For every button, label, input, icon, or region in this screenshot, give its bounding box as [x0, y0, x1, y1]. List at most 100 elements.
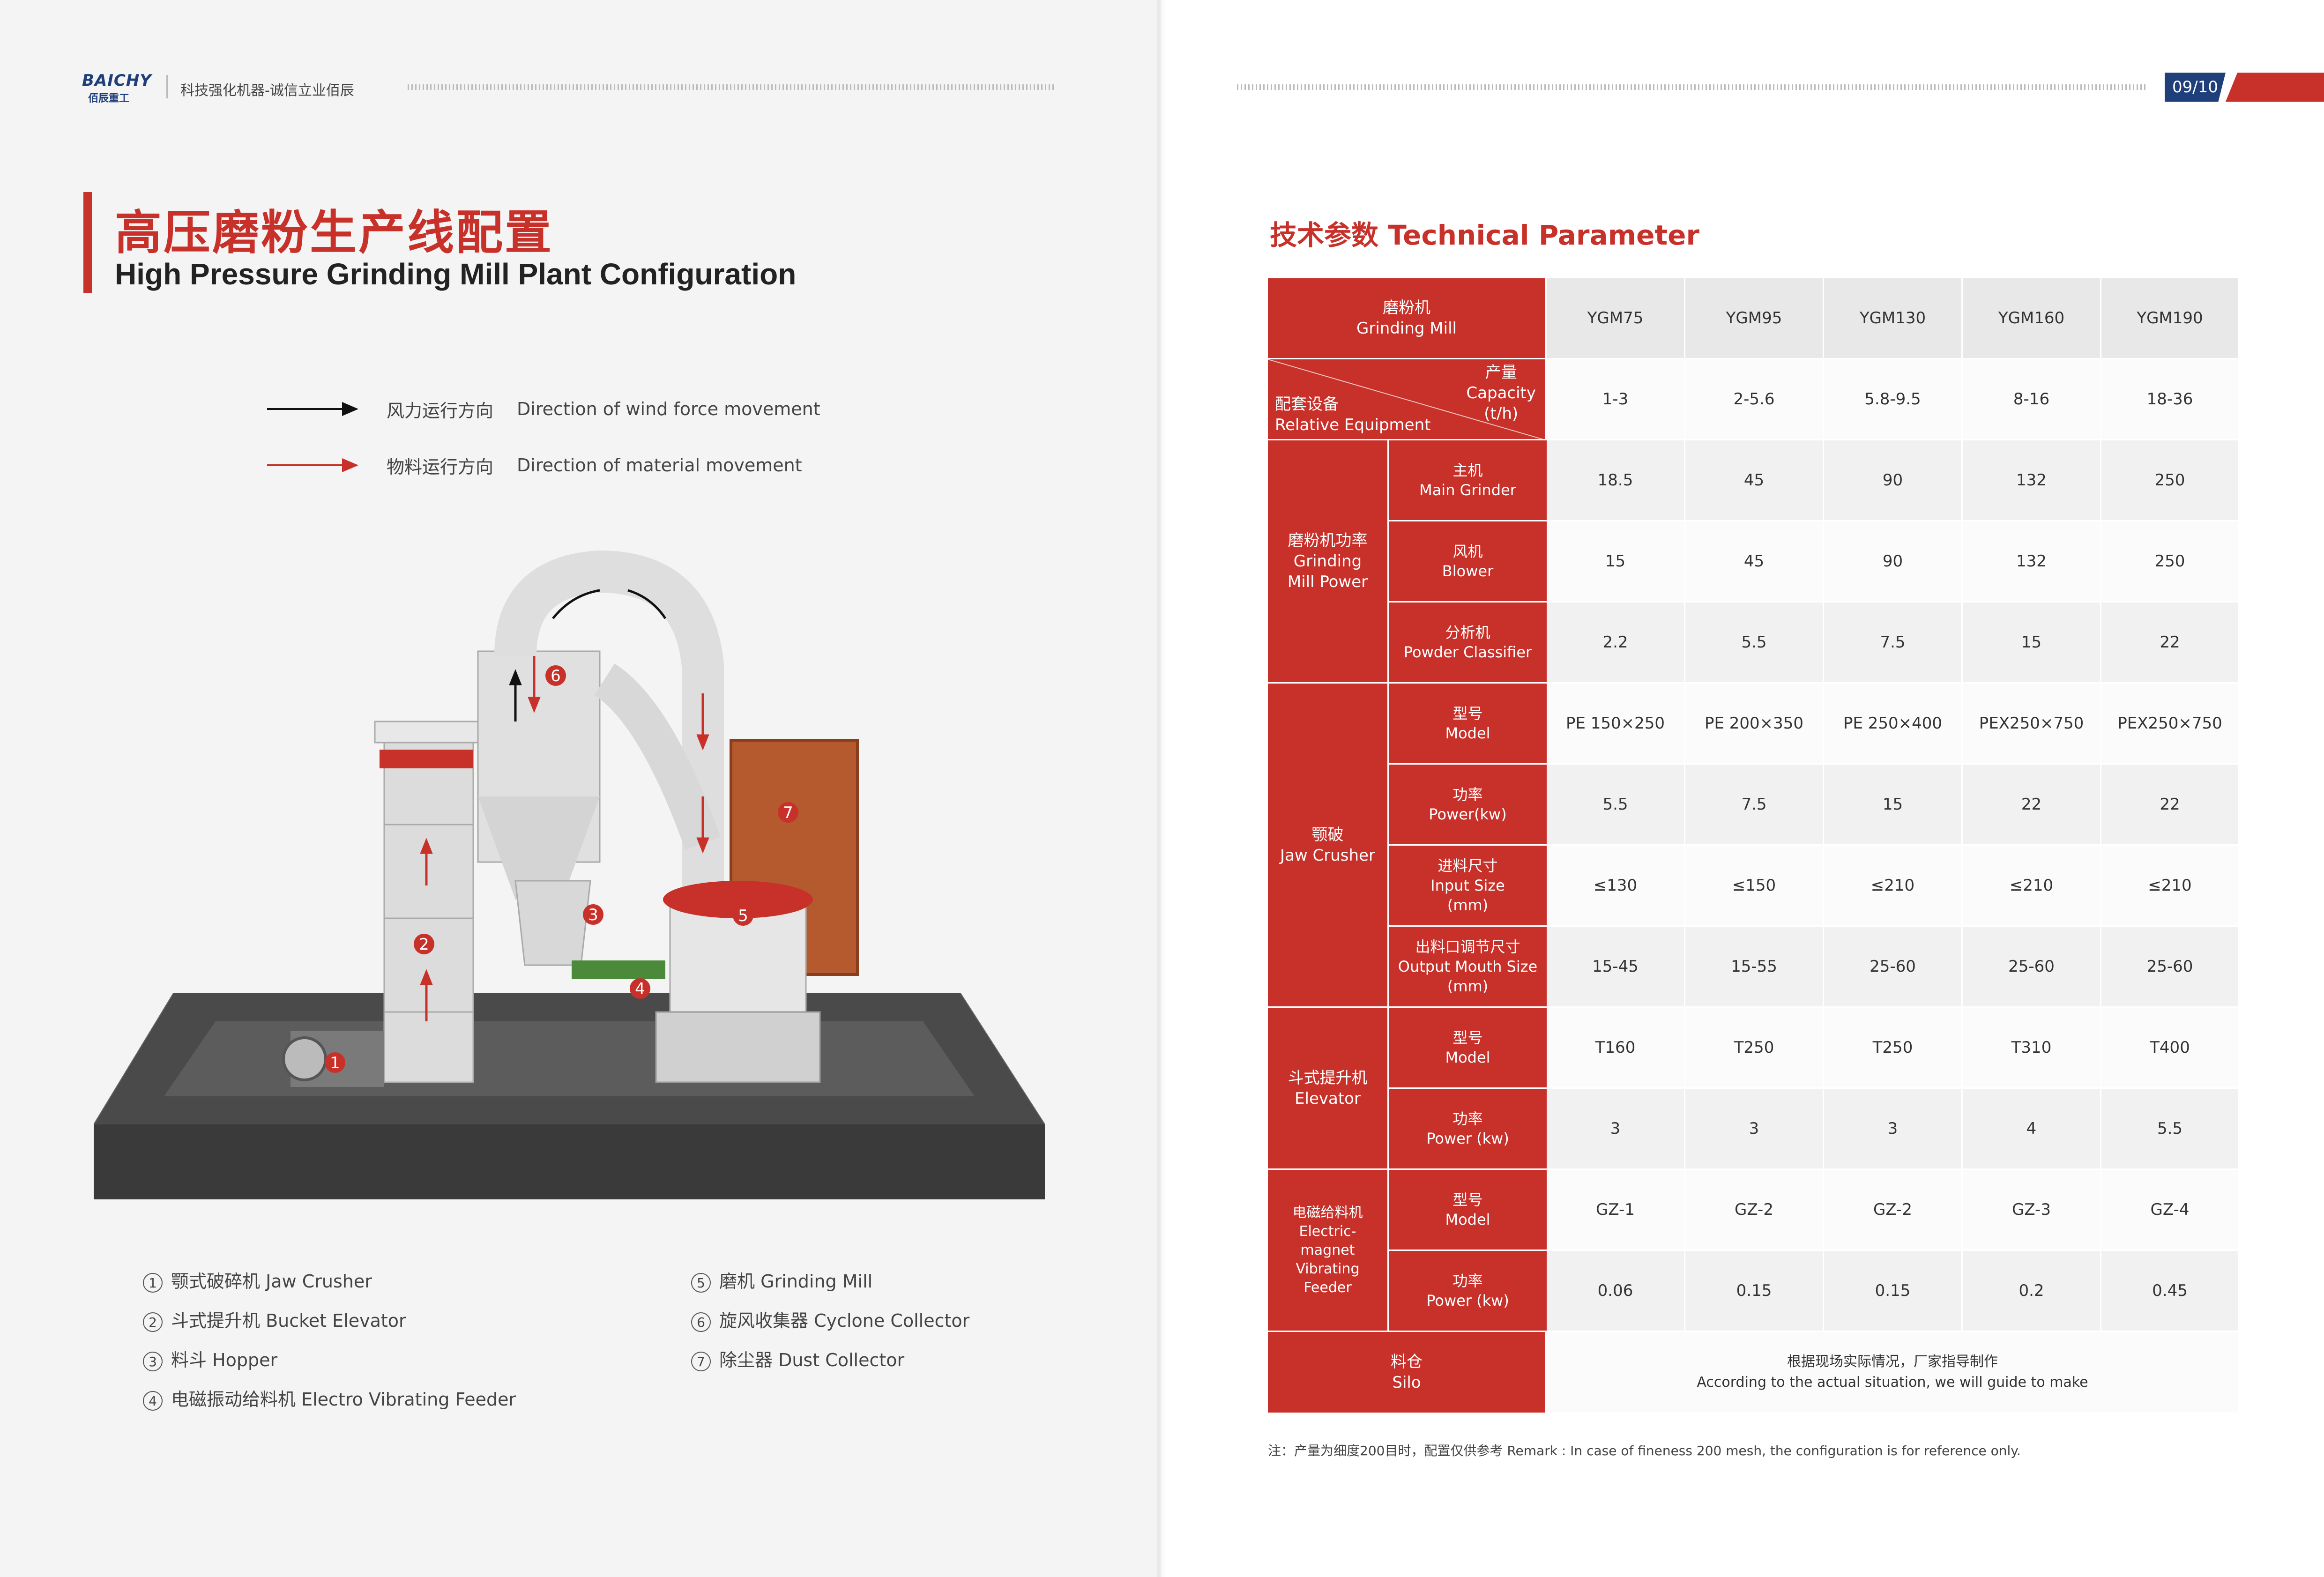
row-label: 型号 Model: [1389, 1170, 1547, 1251]
slogan: 科技强化机器-诚信立业佰辰: [180, 82, 354, 99]
header-dotted-line: [408, 84, 1054, 90]
remark-note: 注：产量为细度200目时，配置仅供参考 Remark : In case of …: [1268, 1443, 2021, 1458]
svg-text:6: 6: [551, 667, 561, 685]
row-label: 主机 Main Grinder: [1389, 440, 1547, 521]
table-cell: GZ-2: [1685, 1170, 1824, 1251]
table-cell: GZ-4: [2101, 1170, 2240, 1251]
silo-value: 根据现场实际情况，厂家指导制作 According to the actual …: [1547, 1332, 2240, 1414]
row-label: 型号 Model: [1389, 1008, 1547, 1089]
row-label: 分析机 Powder Classifier: [1389, 603, 1547, 684]
feeder-group-label: 电磁给料机 Electric- magnet Vibrating Feeder: [1268, 1170, 1389, 1332]
plant-illustration: 1 2 3 4 5 6 7: [94, 550, 1045, 1199]
table-cell: T160: [1547, 1008, 1685, 1089]
table-cell: 90: [1824, 440, 1963, 521]
table-cell: 132: [1963, 521, 2101, 603]
svg-text:1: 1: [330, 1054, 340, 1072]
logo: BAICHY: [82, 71, 152, 90]
table-cell: 7.5: [1824, 603, 1963, 684]
legend-material: 物料运行方向 Direction of material movement: [267, 454, 802, 477]
table-cell: 132: [1963, 440, 2101, 521]
table-cell: 45: [1685, 440, 1824, 521]
table-cell: 15: [1824, 765, 1963, 846]
capacity-value: 5.8-9.5: [1824, 359, 1963, 440]
table-cell: T250: [1685, 1008, 1824, 1089]
svg-text:4: 4: [635, 980, 645, 998]
table-cell: 5.5: [1685, 603, 1824, 684]
table-cell: 0.45: [2101, 1251, 2240, 1332]
model-header: YGM75: [1547, 278, 1685, 359]
table-cell: 2.2: [1547, 603, 1685, 684]
table-cell: 4: [1963, 1089, 2101, 1170]
capacity-value: 18-36: [2101, 359, 2240, 440]
power-group-label: 磨粉机功率 Grinding Mill Power: [1268, 440, 1389, 684]
table-cell: 250: [2101, 440, 2240, 521]
black-arrow-icon: [267, 397, 358, 421]
table-cell: 5.5: [2101, 1089, 2240, 1170]
table-cell: T400: [2101, 1008, 2240, 1089]
row-label: 出料口调节尺寸 Output Mouth Size (mm): [1389, 927, 1547, 1008]
table-cell: GZ-2: [1824, 1170, 1963, 1251]
equipment-capacity-header: 配套设备 Relative Equipment 产量 Capacity (t/h…: [1268, 359, 1547, 440]
page-fold: [1157, 0, 1167, 1577]
elevator-group-label: 斗式提升机 Elevator: [1268, 1008, 1389, 1170]
legend-material-en: Direction of material movement: [517, 455, 802, 476]
table-cell: 0.06: [1547, 1251, 1685, 1332]
table-cell: 15-45: [1547, 927, 1685, 1008]
capacity-value: 1-3: [1547, 359, 1685, 440]
svg-text:7: 7: [783, 803, 793, 822]
page-number-accent: [2226, 73, 2324, 102]
table-cell: 0.15: [1824, 1251, 1963, 1332]
row-label: 功率 Power (kw): [1389, 1251, 1547, 1332]
table-cell: GZ-3: [1963, 1170, 2101, 1251]
table-cell: 25-60: [2101, 927, 2240, 1008]
row-label: 功率 Power (kw): [1389, 1089, 1547, 1170]
legend-material-cn: 物料运行方向: [387, 456, 494, 477]
table-cell: ≤210: [1963, 846, 2101, 927]
silo-label: 料仓 Silo: [1268, 1332, 1547, 1414]
table-cell: T250: [1824, 1008, 1963, 1089]
table-cell: 15: [1547, 521, 1685, 603]
row-label: 功率 Power(kw): [1389, 765, 1547, 846]
table-cell: PEX250×750: [1963, 684, 2101, 765]
table-cell: 7.5: [1685, 765, 1824, 846]
capacity-value: 8-16: [1963, 359, 2101, 440]
model-header: YGM130: [1824, 278, 1963, 359]
svg-text:3: 3: [588, 906, 598, 924]
page-title-cn: 高压磨粉生产线配置: [115, 205, 553, 260]
table-cell: 15-55: [1685, 927, 1824, 1008]
equipment-label: 配套设备 Relative Equipment: [1275, 395, 1431, 434]
table-cell: ≤210: [1824, 846, 1963, 927]
table-cell: PE 150×250: [1547, 684, 1685, 765]
table-cell: 25-60: [1824, 927, 1963, 1008]
model-header: YGM160: [1963, 278, 2101, 359]
table-cell: 0.2: [1963, 1251, 2101, 1332]
legend-wind-en: Direction of wind force movement: [517, 399, 820, 419]
technical-parameter-title: 技术参数 Technical Parameter: [1270, 219, 1700, 251]
row-label: 型号 Model: [1389, 684, 1547, 765]
table-cell: 3: [1685, 1089, 1824, 1170]
table-cell: 3: [1824, 1089, 1963, 1170]
jaw-group-label: 颚破 Jaw Crusher: [1268, 684, 1389, 1008]
table-cell: 0.15: [1685, 1251, 1824, 1332]
row-label: 风机 Blower: [1389, 521, 1547, 603]
row-label: 进料尺寸 Input Size (mm): [1389, 846, 1547, 927]
title-accent-bar: [83, 192, 92, 293]
table-cell: 22: [1963, 765, 2101, 846]
table-cell: PE 200×350: [1685, 684, 1824, 765]
table-cell: ≤150: [1685, 846, 1824, 927]
table-cell: 45: [1685, 521, 1824, 603]
header-divider: [166, 75, 168, 98]
table-cell: PEX250×750: [2101, 684, 2240, 765]
table-cell: 5.5: [1547, 765, 1685, 846]
table-cell: PE 250×400: [1824, 684, 1963, 765]
table-cell: 90: [1824, 521, 1963, 603]
table-cell: GZ-1: [1547, 1170, 1685, 1251]
table-cell: T310: [1963, 1008, 2101, 1089]
capacity-value: 2-5.6: [1685, 359, 1824, 440]
